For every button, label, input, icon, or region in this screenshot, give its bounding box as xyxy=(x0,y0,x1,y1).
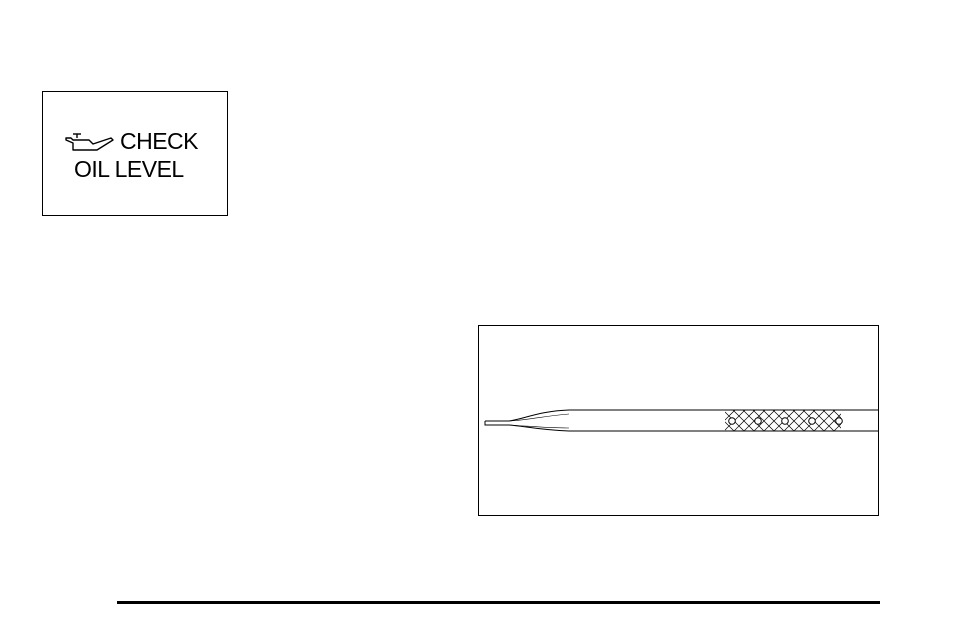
warning-text-check: CHECK xyxy=(120,128,198,154)
dipstick-icon xyxy=(479,326,879,516)
warning-text-oil-level: OIL LEVEL xyxy=(74,156,184,182)
check-oil-level-warning-light: CHECK OIL LEVEL xyxy=(42,91,228,216)
dipstick-illustration-frame xyxy=(478,325,879,516)
oil-can-icon xyxy=(63,128,117,154)
page-footer-rule xyxy=(117,601,880,604)
